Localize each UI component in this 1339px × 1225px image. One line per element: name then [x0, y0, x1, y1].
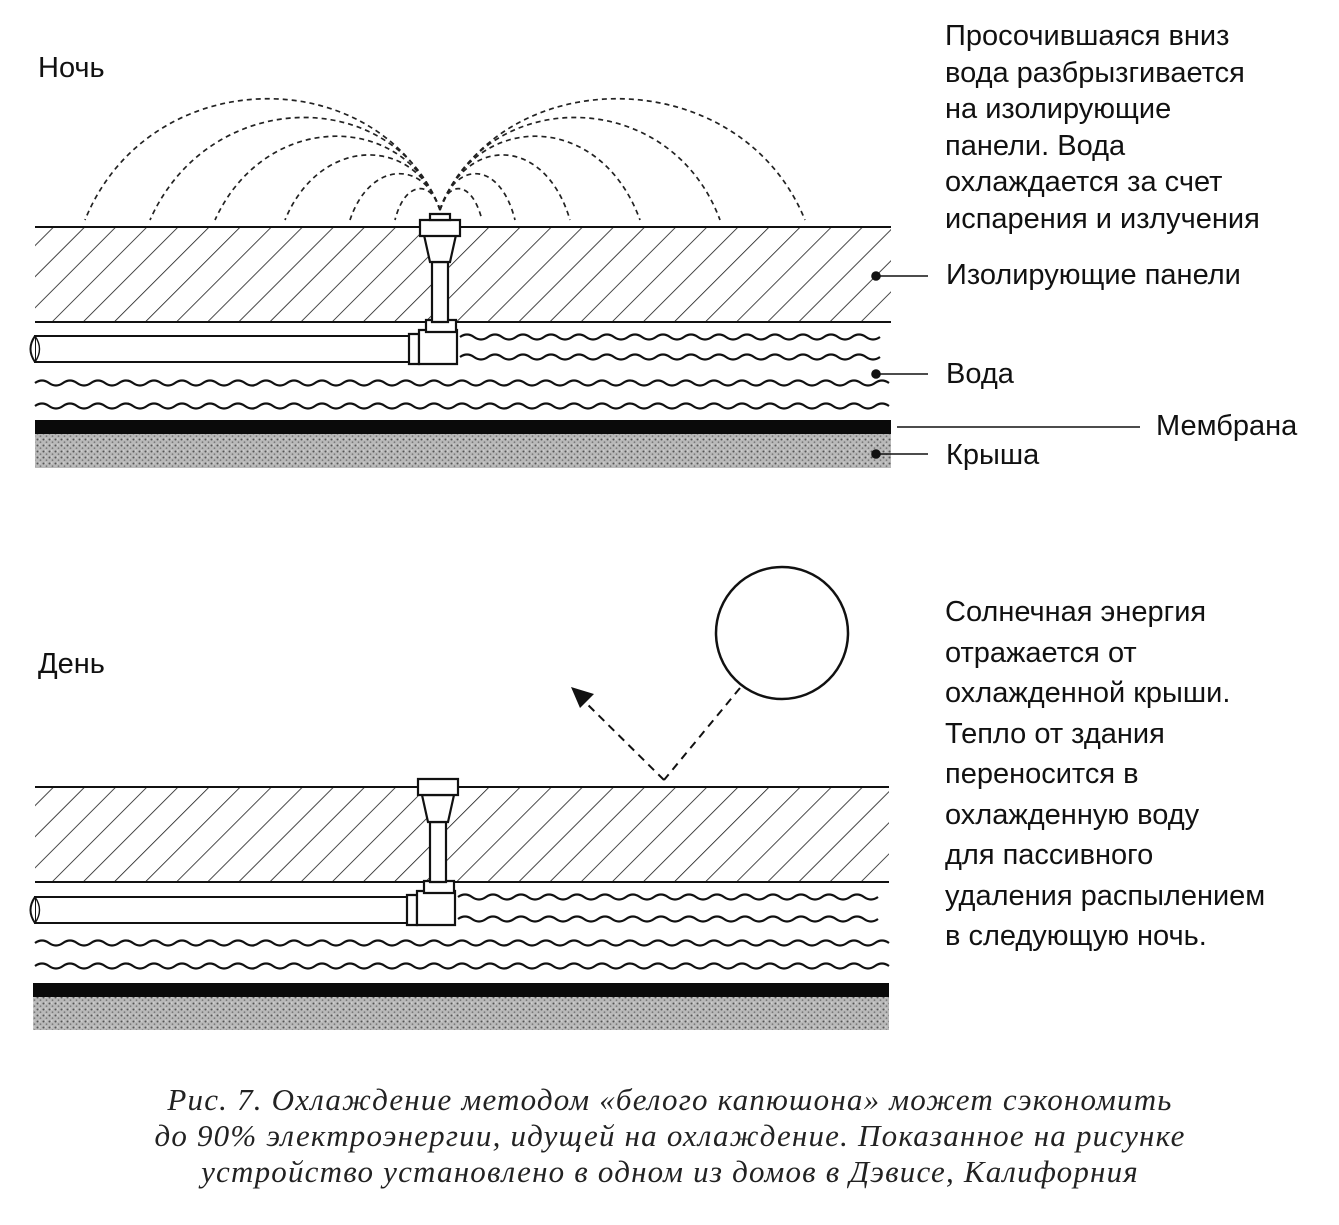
water-pipe	[29, 896, 414, 924]
day-title: День	[38, 648, 105, 680]
water-label: Вода	[946, 358, 1014, 390]
water-pipe	[29, 335, 416, 363]
day-description-line: Солнечная энергия	[945, 596, 1207, 628]
insulating-panels-layer	[35, 787, 889, 882]
night-description: Просочившаяся вниз вода разбрызгивается …	[945, 18, 1260, 237]
membrane-layer	[35, 420, 891, 434]
night-description-line: охлаждается за счет	[945, 166, 1223, 198]
membrane-layer	[33, 983, 889, 997]
sprinkler	[407, 212, 462, 366]
sun	[714, 565, 850, 701]
caption-line: Рис. 7. Охлаждение методом «белого капюш…	[167, 1082, 1173, 1117]
reflected-sunlight-rays	[579, 687, 741, 781]
night-description-line: панели. Вода	[945, 129, 1126, 162]
roof-layer	[33, 997, 889, 1030]
day-description-line: охлажденную воду	[945, 798, 1200, 831]
figure-caption: Рис. 7. Охлаждение методом «белого капюш…	[40, 1082, 1300, 1190]
membrane-label: Мембрана	[1156, 410, 1298, 442]
label-leaders	[871, 271, 1140, 459]
day-description-line: удаления распылением	[945, 879, 1266, 912]
day-description: Солнечная энергия отражается от охлажден…	[945, 592, 1265, 957]
insulating-panels-layer	[35, 227, 891, 322]
night-section	[29, 97, 1140, 468]
night-description-line: Просочившаяся вниз	[945, 20, 1230, 52]
water-layer	[34, 893, 890, 970]
caption-line: устройство установлено в одном из домов …	[201, 1154, 1139, 1189]
water-spray-arcs	[84, 97, 806, 221]
sprinkler	[405, 777, 460, 927]
night-description-line: на изолирующие	[945, 93, 1172, 125]
reflection-arrowhead	[571, 687, 594, 708]
water-layer	[34, 333, 890, 410]
day-description-line: для пассивного	[945, 839, 1154, 871]
night-description-line: вода разбрызгивается	[945, 56, 1245, 89]
day-description-line: переносится в	[945, 758, 1139, 790]
day-description-line: в следующую ночь.	[945, 920, 1207, 952]
day-section	[29, 565, 890, 1030]
day-description-line: охлажденной крыши.	[945, 677, 1231, 709]
roof-layer	[35, 434, 891, 468]
insulating-panels-label: Изолирующие панели	[946, 259, 1241, 291]
roof-label: Крыша	[946, 439, 1040, 471]
day-description-line: Тепло от здания	[945, 717, 1165, 750]
night-title: Ночь	[38, 52, 105, 84]
caption-line: до 90% электроэнергии, идущей на охлажде…	[154, 1118, 1186, 1153]
day-description-line: отражается от	[945, 636, 1137, 669]
night-description-line: испарения и излучения	[945, 202, 1260, 235]
